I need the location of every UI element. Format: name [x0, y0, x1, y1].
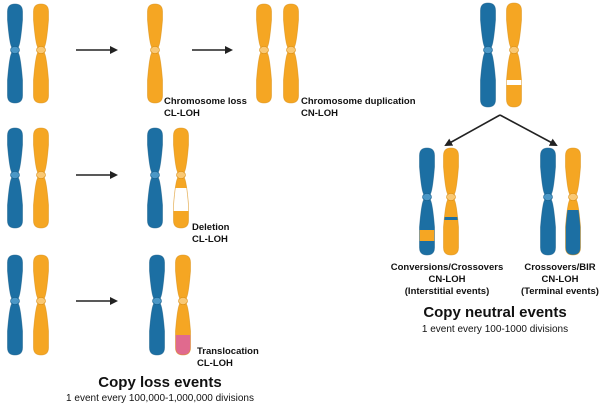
centromere [10, 297, 20, 305]
chromosome-orange [33, 254, 49, 356]
chromosome-orange-copy-1 [256, 3, 272, 104]
label-chromosome-loss: Chromosome loss CL-LOH [164, 96, 247, 120]
event-label: Translocation [197, 346, 259, 357]
centromere [509, 46, 519, 54]
event-label: Chromosome loss [164, 96, 247, 107]
event-type: CL-LOH [192, 234, 228, 245]
centromere [176, 171, 186, 179]
centromere [259, 46, 269, 54]
event-type: CL-LOH [164, 108, 200, 119]
label-crossovers-bir: Crossovers/BIR CN-LOH (Terminal events) [515, 262, 600, 298]
centromere [422, 193, 432, 201]
event-type: CN-LOH [541, 274, 579, 285]
centromere [10, 171, 20, 179]
chromosome-blue [149, 254, 165, 356]
chromosome-segment [565, 210, 581, 255]
event-type: CN-LOH [301, 108, 338, 119]
centromere [178, 297, 188, 305]
label-deletion: Deletion CL-LOH [192, 222, 229, 246]
centromere [36, 297, 46, 305]
copy-neutral-title: Copy neutral events [423, 304, 567, 321]
centromere [152, 297, 162, 305]
chromosome-blue [147, 127, 163, 229]
centromere [10, 46, 20, 54]
chromosome-orange-converted [443, 147, 459, 256]
event-note: (Terminal events) [521, 286, 599, 297]
centromere [150, 46, 160, 54]
chromosomes-layer [7, 2, 581, 356]
chromosome-orange-deleted [173, 127, 189, 229]
centromere [286, 46, 296, 54]
event-note: (Interstitial events) [404, 286, 490, 297]
chromosome-orange-break [506, 2, 522, 108]
centromere [36, 46, 46, 54]
arrows-layer [76, 46, 558, 305]
label-conversions-crossovers: Conversions/Crossovers CN-LOH (Interstit… [388, 262, 506, 298]
chromosome-blue [7, 3, 23, 104]
chromosome-orange-remaining [147, 3, 163, 104]
chromosome-blue [480, 2, 496, 108]
arrow-interstitial [444, 114, 501, 146]
centromere [446, 193, 456, 201]
event-type: CN-LOH [428, 274, 466, 285]
label-chromosome-duplication: Chromosome duplication CN-LOH [301, 96, 416, 120]
event-type: CL-LOH [197, 358, 233, 369]
copy-neutral-rate: 1 event every 100-1000 divisions [421, 324, 569, 335]
chromosome-blue [7, 254, 23, 356]
event-label: Deletion [192, 222, 230, 233]
centromere [568, 193, 578, 201]
chromosome-blue-converted [419, 147, 435, 256]
chromosome-orange-translocated [175, 254, 191, 356]
chromosome-orange-copy-2 [283, 3, 299, 104]
chromosome-segment [419, 230, 435, 241]
centromere [150, 171, 160, 179]
chromosome-blue [7, 127, 23, 229]
copy-loss-rate: 1 event every 100,000-1,000,000 division… [66, 393, 254, 404]
event-label: Conversions/Crossovers [390, 262, 504, 273]
centromere [543, 193, 553, 201]
chromosome-orange-crossover [565, 147, 581, 256]
centromere [36, 171, 46, 179]
chromosome-orange [33, 127, 49, 229]
copy-loss-title: Copy loss events [98, 374, 222, 391]
chromosome-segment [443, 217, 459, 220]
event-label: Chromosome duplication [301, 96, 416, 107]
chromosome-orange [33, 3, 49, 104]
chromosome-blue [540, 147, 556, 256]
event-label: Crossovers/BIR [524, 262, 596, 273]
arrow-terminal [499, 114, 558, 146]
centromere [483, 46, 493, 54]
chromosome-segment [175, 335, 191, 355]
label-translocation: Translocation CL-LOH [197, 346, 259, 370]
